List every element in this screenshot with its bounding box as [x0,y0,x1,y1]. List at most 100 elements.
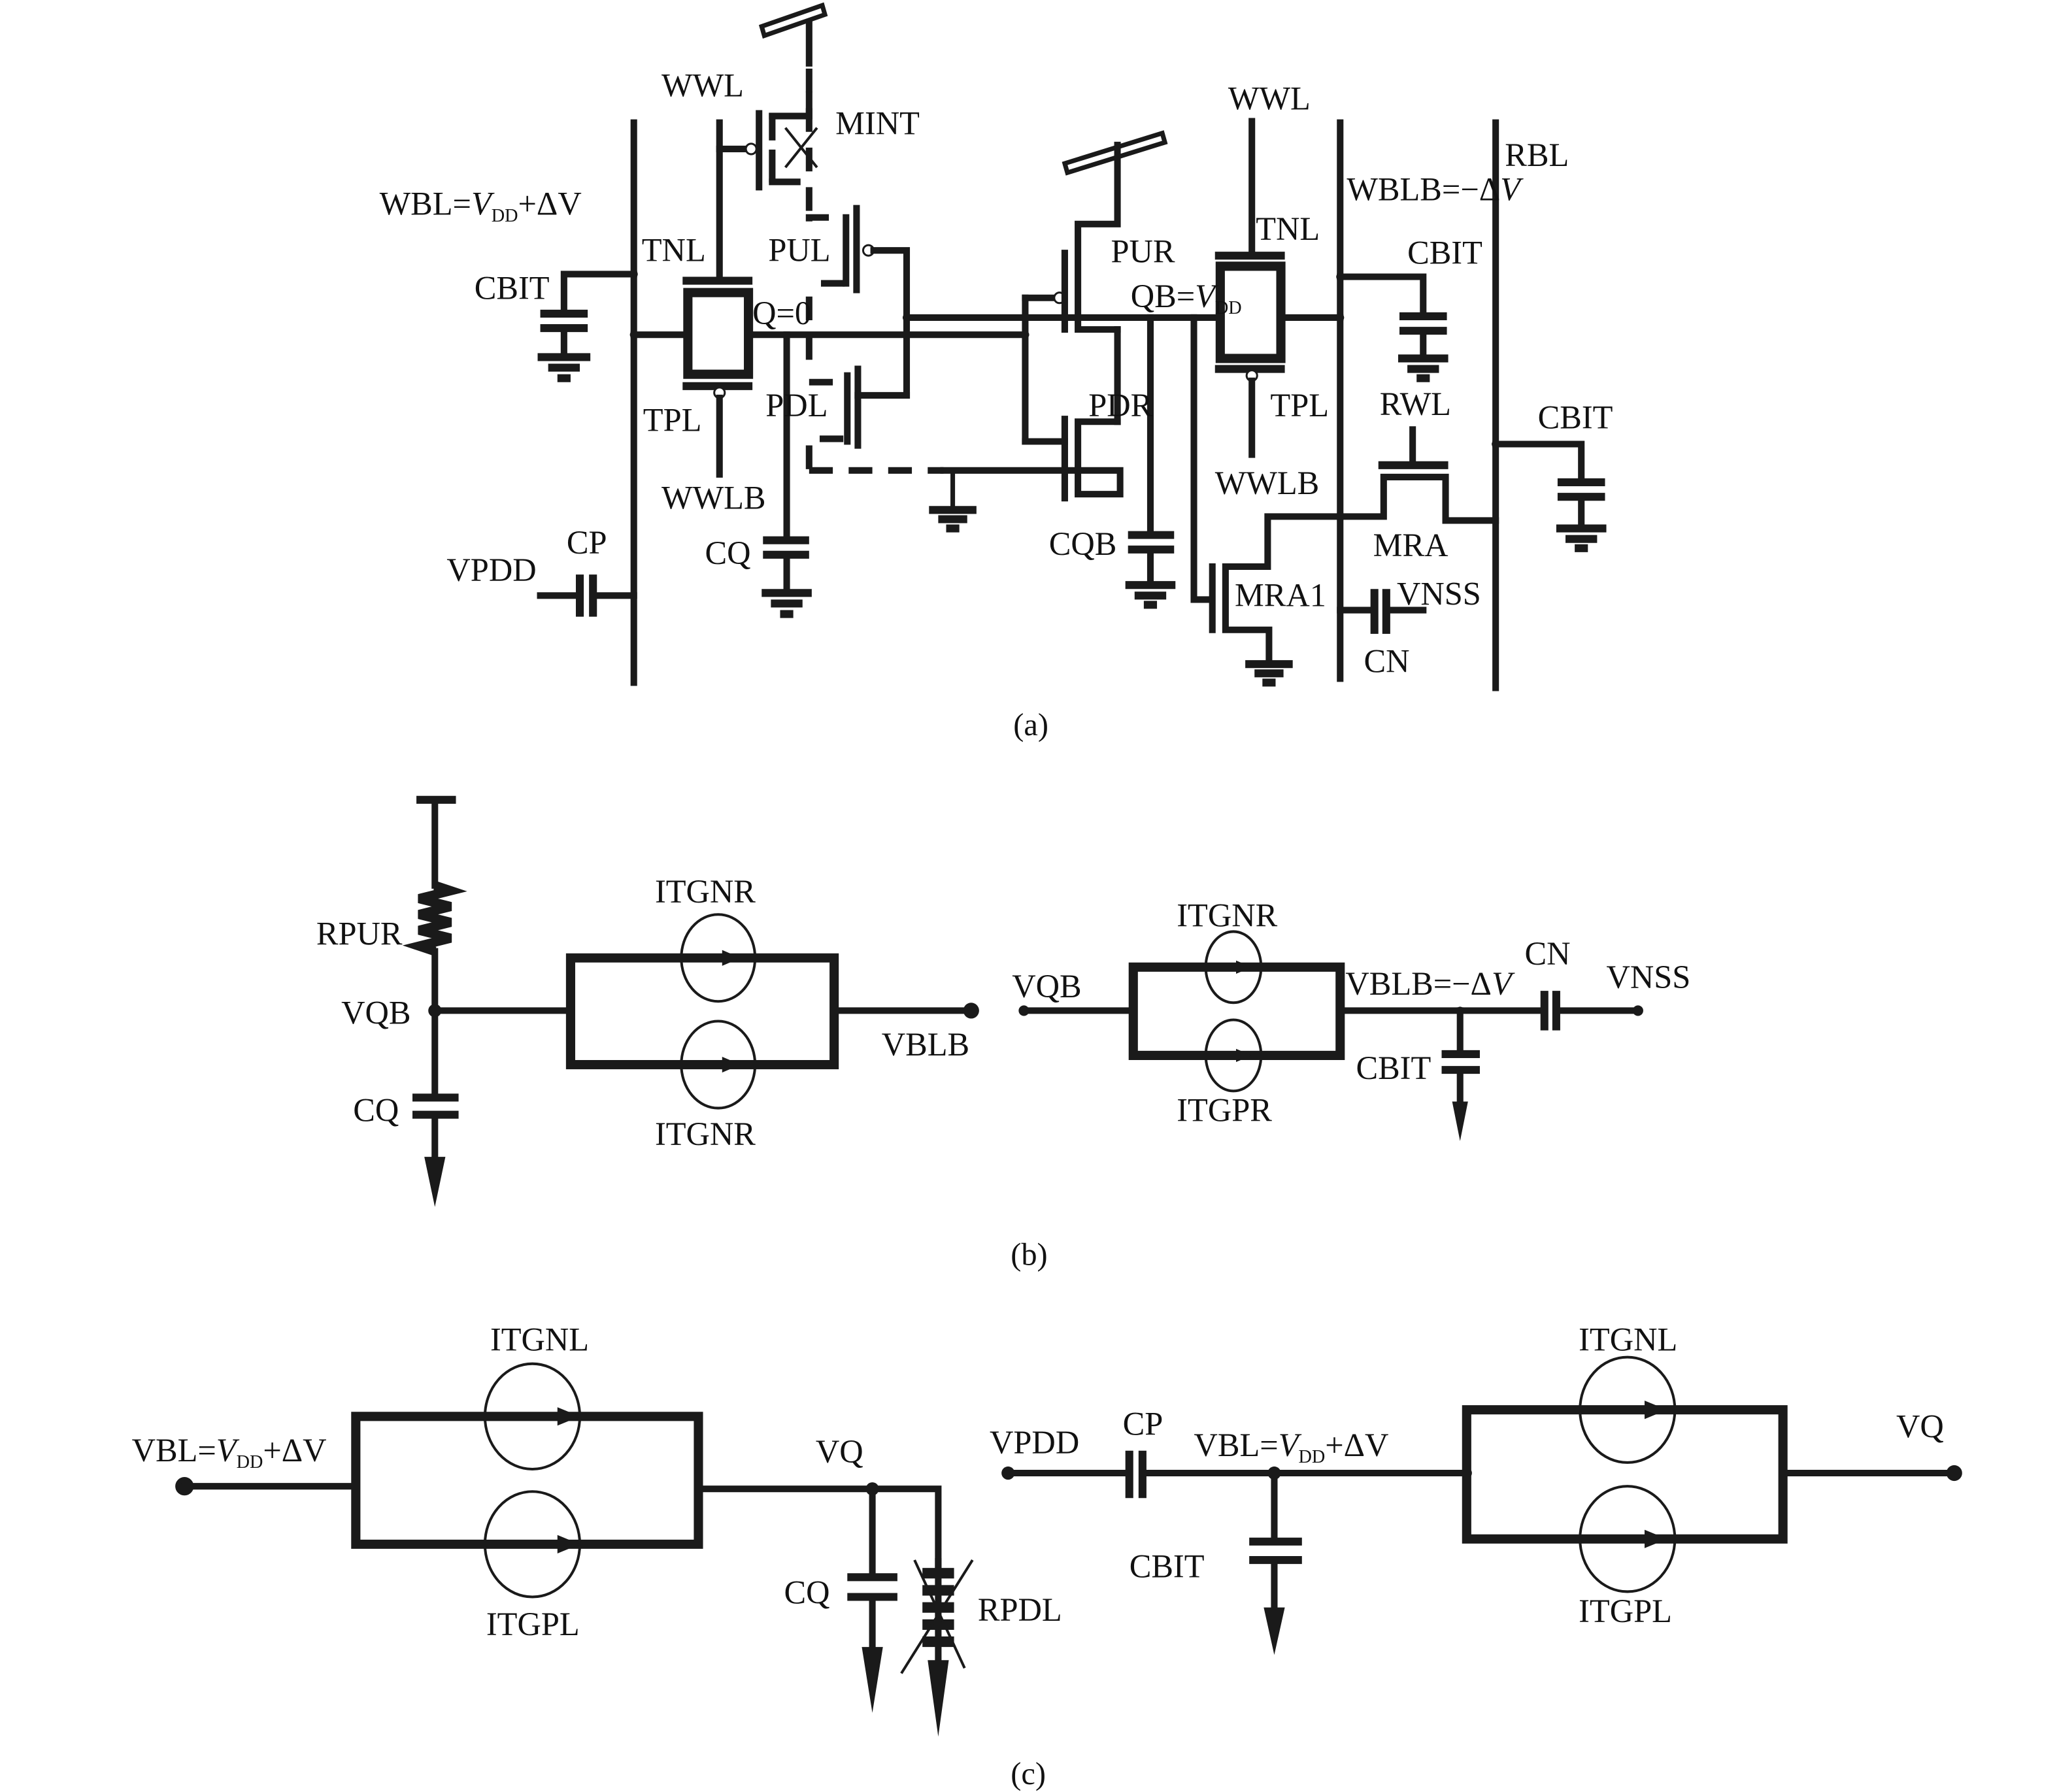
label-vblb-right: VBLB=−ΔV [1345,965,1515,1002]
current-source-pair-left [351,1362,703,1599]
label-vblb-right-prefix: VBLB=−Δ [1345,965,1492,1002]
mra1-transistor [1190,314,1344,665]
label-wwl-left: WWL [661,67,744,103]
label-qb: QB=VDD [1131,278,1242,318]
label-vq-left: VQ [816,1433,863,1470]
label-vpdd: VPDD [446,552,536,588]
label-vbl-left-sub: DD [237,1452,263,1472]
label-itgnr-top-right: ITGNR [1177,897,1277,933]
label-cn: CN [1525,935,1571,972]
panel-a: WWL MINT WBL=VDD+ΔV TNL PUL CBIT Q=0 TPL… [380,2,1613,742]
ground-arrow-icon [1452,1101,1468,1141]
vdd-rail-icon [758,2,828,67]
label-itgnl-left: ITGNL [490,1321,589,1358]
label-cbit-left: CBIT [475,270,550,307]
cp-capacitor [537,574,637,617]
label-pdr: PDR [1088,387,1152,423]
label-vbl-left-suffix: +ΔV [263,1432,326,1468]
arrow-right-icon [1236,960,1252,974]
label-tpl-right: TPL [1270,387,1329,423]
label-tnl-left: TNL [642,231,706,268]
resistor-rpdl [900,1558,974,1737]
vdd-rail-icon [1062,130,1168,176]
resistor-rpur [402,881,467,956]
label-tnl-right: TNL [1256,210,1320,247]
pdr-transistor [940,416,1124,502]
label-wwlb-left: WWLB [661,479,766,516]
label-vblb-right-v: V [1492,965,1515,1002]
label-wbl-v: V [471,186,495,222]
label-vbl-left-v: V [216,1432,240,1468]
label-cn: CN [1364,642,1410,679]
mra-transistor [1337,426,1499,524]
label-qb-prefix: QB= [1131,278,1195,314]
label-rwl: RWL [1380,386,1451,422]
label-rpdl: RPDL [978,1591,1062,1628]
pur-transistor [1061,141,1121,333]
cn-capacitor [1337,589,1427,634]
label-wbl-suffix: +ΔV [518,186,582,222]
label-wblb-v: V [1500,171,1524,208]
label-rpur: RPUR [316,916,403,952]
label-wblb-prefix: WBLB=−Δ [1347,171,1500,208]
label-cq: CQ [784,1574,830,1611]
label-mra: MRA [1373,527,1448,563]
panel-c: VBL=VDD+ΔV ITGNL ITGPL VQ CQ RPDL [132,1321,1962,1791]
node-vq-right [1946,1465,1962,1482]
cbit-capacitor [1441,1007,1480,1141]
arrow-right-icon [722,1056,741,1073]
label-itgnl-right: ITGNL [1579,1321,1677,1358]
arrow-right-icon [557,1535,580,1553]
label-vqb-left: VQB [341,995,410,1031]
label-mra1: MRA1 [1235,576,1326,613]
ground-arrow-icon [928,1660,949,1737]
ground-arrow-icon [1264,1607,1285,1655]
transmission-gate-right [1214,118,1344,458]
ground-arrow-icon [424,1157,446,1207]
label-qb-v: V [1195,278,1218,314]
label-vbl-left-prefix: VBL= [132,1432,216,1468]
cbit-capacitor [1249,1469,1302,1655]
cn-capacitor [1540,991,1641,1031]
pul-transistor [805,205,911,399]
label-cq: CQ [353,1092,399,1129]
ground-icon [1125,581,1176,609]
label-itgnr-top-left: ITGNR [655,873,756,910]
label-pur: PUR [1111,233,1175,269]
label-q-node: Q=0 [752,295,811,331]
label-cqb: CQB [1049,525,1117,562]
ground-icon [1556,524,1607,552]
label-itgpr-bottom-right: ITGPR [1177,1092,1272,1129]
label-vqb-right: VQB [1012,968,1081,1004]
cbit-mid-capacitor [1337,273,1447,359]
label-wbl: WBL=VDD+ΔV [380,186,582,226]
label-vpdd: VPDD [990,1424,1079,1461]
arrow-right-icon [1236,1048,1252,1063]
label-wbl-sub: DD [492,206,518,226]
node-vnss [1632,1005,1643,1016]
label-vbl-right-suffix: +ΔV [1325,1427,1388,1463]
cq-capacitor [412,1093,459,1207]
label-mint: MINT [835,105,920,142]
panel-b: RPUR VQB CQ ITGNR ITGNR VBLB [316,795,1690,1272]
label-vbl-right-prefix: VBL= [1194,1427,1278,1463]
ground-icon [537,353,591,382]
node-vblb [963,1003,979,1019]
label-wwl-right: WWL [1228,80,1311,116]
label-itgnr-bottom-left: ITGNR [655,1116,756,1152]
caption-c: (c) [1011,1757,1046,1791]
label-itgpl-left: ITGPL [486,1606,580,1642]
ground-icon [929,470,977,533]
label-cp: CP [1123,1406,1163,1442]
arrow-right-icon [557,1407,580,1426]
cbit-right-capacitor [1492,440,1605,529]
label-pdl: PDL [765,387,828,423]
label-cq: CQ [705,535,751,571]
label-cbit-mid: CBIT [1407,234,1482,271]
label-rbl: RBL [1505,137,1569,173]
label-vblb-left: VBLB [882,1026,969,1063]
label-vbl-right-sub: DD [1298,1447,1325,1467]
arrow-right-icon [722,950,741,966]
label-qb-sub: DD [1215,298,1242,318]
